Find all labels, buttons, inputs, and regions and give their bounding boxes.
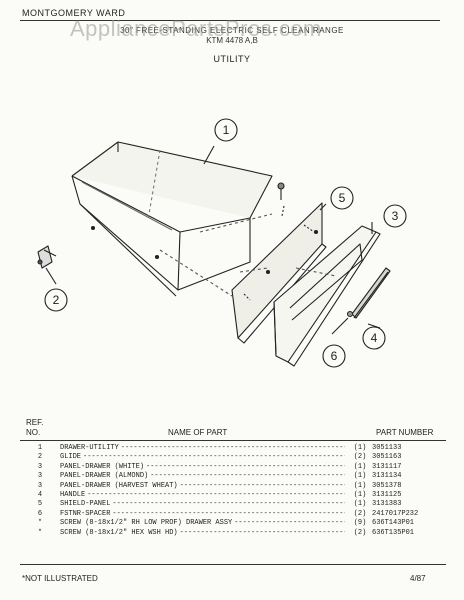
table-row: 2 GLIDE (2) 3051163 ------------------------… bbox=[20, 453, 450, 461]
callout-label-2: 2 bbox=[53, 293, 60, 307]
table-row: 1 DRAWER-UTILITY (1) 3051133 ---------------… bbox=[20, 444, 450, 452]
callout-circle-2 bbox=[44, 288, 68, 312]
quantity-cell: (1) bbox=[353, 462, 367, 471]
part-number-cell: 3051378 bbox=[372, 481, 402, 490]
part-number-cell: 3131125 bbox=[372, 491, 402, 499]
part-number-header: PART NUMBER bbox=[376, 428, 434, 437]
callout-circle-1 bbox=[214, 118, 238, 142]
part-number-cell: 636T135P01 bbox=[372, 528, 415, 537]
glide-drawing bbox=[37, 245, 57, 269]
part-name-cell: SCREW (8-18x1/2" RH LOW PROF) DRAWER ASS… bbox=[60, 519, 233, 528]
table-header-rule bbox=[20, 440, 446, 441]
part-number-cell: 636T143P01 bbox=[372, 519, 415, 528]
part-number-cell: 3131383 bbox=[372, 500, 402, 509]
callout-circle-5 bbox=[330, 186, 354, 210]
drawer-utility-drawing bbox=[71, 141, 273, 297]
part-name-cell: HANDLE bbox=[60, 491, 86, 499]
quantity-cell: (1) bbox=[353, 500, 367, 509]
quantity-cell: (2) bbox=[353, 528, 367, 537]
header-divider bbox=[20, 20, 440, 21]
ref-cell: 3 bbox=[37, 462, 43, 471]
part-name-cell: PANEL-DRAWER (HARVEST WHEAT) bbox=[60, 481, 178, 490]
ref-cell: 1 bbox=[37, 444, 43, 452]
table-row: 5 SHIELD-PANEL (1) 3131383 -----------------… bbox=[20, 500, 450, 508]
leader-dots: ----------------------------------------… bbox=[179, 528, 345, 537]
callout-circle-6 bbox=[322, 344, 346, 368]
ref-cell: * bbox=[37, 519, 43, 528]
table-row: 6 FSTNR-SPACER (2) 2417017P232 -------------… bbox=[20, 510, 450, 518]
part-number-cell: 3131117 bbox=[372, 462, 402, 471]
ref-cell: 6 bbox=[37, 509, 43, 518]
leader-dots: ----------------------------------------… bbox=[234, 519, 345, 528]
callout-circle-4 bbox=[362, 326, 386, 350]
ref-cell: 2 bbox=[37, 453, 43, 462]
exploded-parts-diagram: 1 2 3 4 5 6 bbox=[37, 118, 407, 368]
table-row: * SCREW (8-18x1/2" RH LOW PROF) DRAWER AS… bbox=[20, 519, 450, 527]
shield-panel-drawing bbox=[231, 202, 327, 344]
drawer-panel-drawing bbox=[273, 225, 381, 367]
callout-label-4: 4 bbox=[371, 331, 378, 345]
callout-label-5: 5 bbox=[339, 191, 346, 205]
callout-circle-3 bbox=[383, 204, 407, 228]
part-number-cell: 3051163 bbox=[372, 453, 402, 462]
leader-dots: ----------------------------------------… bbox=[87, 491, 345, 499]
callout-label-3: 3 bbox=[392, 209, 399, 223]
watermark: AppliancePartsPros.com bbox=[70, 16, 322, 41]
part-name-cell: PANEL-DRAWER (ALMOND) bbox=[60, 472, 149, 481]
leader-dots: ----------------------------------------… bbox=[120, 444, 345, 452]
ref-cell: 3 bbox=[37, 481, 43, 490]
part-name-cell: SHIELD-PANEL bbox=[60, 500, 111, 509]
table-row: 3 PANEL-DRAWER (HARVEST WHEAT) (1) 3051378 -… bbox=[20, 482, 450, 490]
callout-label-1: 1 bbox=[223, 123, 230, 137]
part-number-cell: 2417017P232 bbox=[372, 509, 419, 518]
part-name-cell: PANEL-DRAWER (WHITE) bbox=[60, 462, 145, 471]
name-header: NAME OF PART bbox=[168, 428, 228, 437]
part-name-cell: SCREW (8-18x1/2" HEX WSH HD) bbox=[60, 528, 178, 537]
part-name-cell: GLIDE bbox=[60, 453, 82, 462]
part-number-cell: 3131134 bbox=[372, 472, 402, 481]
screw-drawing bbox=[277, 182, 285, 217]
table-row: 3 PANEL-DRAWER (ALMOND) (1) 3131134 --------… bbox=[20, 472, 450, 480]
table-row: 4 HANDLE (1) 3131125 -----------------------… bbox=[20, 491, 450, 499]
brand-name: MONTGOMERY WARD bbox=[22, 8, 126, 18]
callout-label-6: 6 bbox=[331, 349, 338, 363]
leader-dots: ----------------------------------------… bbox=[150, 472, 345, 481]
quantity-cell: (1) bbox=[353, 472, 367, 481]
revision-date: 4/87 bbox=[410, 574, 426, 583]
ref-cell: 4 bbox=[37, 491, 43, 499]
part-name-cell: FSTNR-SPACER bbox=[60, 509, 111, 518]
ref-header: REF. bbox=[26, 418, 44, 427]
section-title: UTILITY bbox=[213, 54, 251, 64]
quantity-cell: (1) bbox=[353, 444, 367, 452]
leader-dots: ----------------------------------------… bbox=[112, 509, 345, 518]
quantity-cell: (1) bbox=[353, 481, 367, 490]
handle-drawing bbox=[351, 267, 391, 319]
table-row: * SCREW (8-18x1/2" HEX WSH HD) (2) 636T135P… bbox=[20, 529, 450, 537]
document-title: 30" FREE-STANDING ELECTRIC SELF CLEAN RA… bbox=[120, 26, 344, 35]
ref-cell: 5 bbox=[37, 500, 43, 509]
table-row: 3 PANEL-DRAWER (WHITE) (1) 3131117 ---------… bbox=[20, 463, 450, 471]
not-illustrated-note: *NOT ILLUSTRATED bbox=[22, 574, 98, 583]
leader-dots: ----------------------------------------… bbox=[146, 462, 345, 471]
quantity-cell: (2) bbox=[353, 453, 367, 462]
model-number: KTM 4478 A,B bbox=[206, 36, 258, 45]
leader-dots: ----------------------------------------… bbox=[83, 453, 345, 462]
no-header: NO. bbox=[26, 428, 41, 437]
part-number-cell: 3051133 bbox=[372, 444, 402, 452]
spacer-drawing bbox=[346, 310, 354, 318]
leader-dots: ----------------------------------------… bbox=[179, 481, 345, 490]
leader-dots: ----------------------------------------… bbox=[112, 500, 345, 509]
quantity-cell: (2) bbox=[353, 509, 367, 518]
ref-cell: * bbox=[37, 528, 43, 537]
table-footer-rule bbox=[20, 564, 446, 565]
quantity-cell: (9) bbox=[353, 519, 367, 528]
ref-cell: 3 bbox=[37, 472, 43, 481]
part-name-cell: DRAWER-UTILITY bbox=[60, 444, 119, 452]
quantity-cell: (1) bbox=[353, 491, 367, 499]
